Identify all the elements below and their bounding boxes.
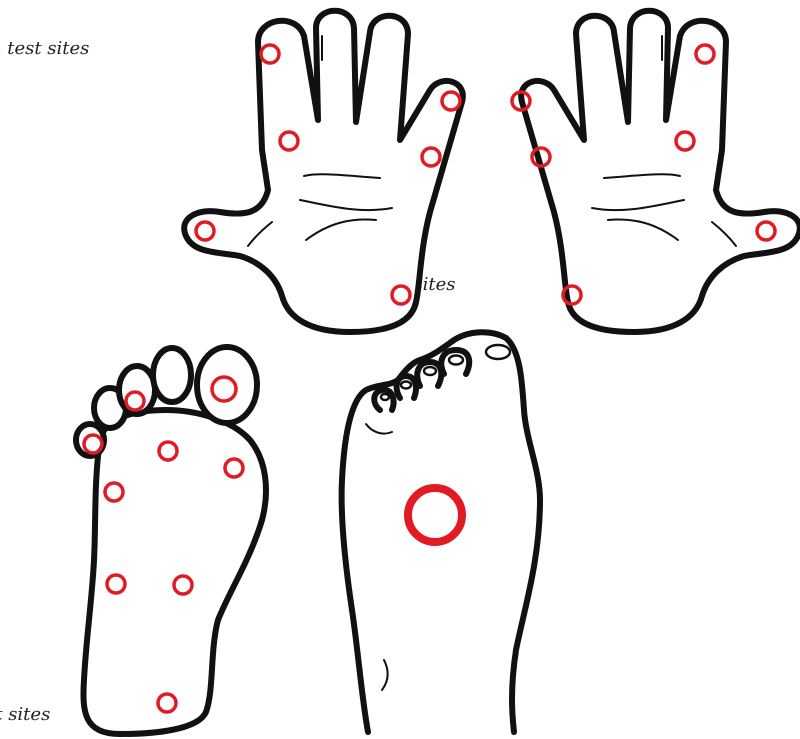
foot-top-toenail <box>424 367 436 375</box>
right-hand <box>512 11 800 332</box>
foot-sole-third-toe <box>119 366 155 414</box>
foot-top-toenail <box>449 356 463 365</box>
foot-sole <box>76 347 266 734</box>
left-hand <box>184 11 463 332</box>
foot-top <box>342 332 540 732</box>
left-hand-outline <box>184 11 463 332</box>
right-hand-outline <box>521 11 800 332</box>
foot-top-toenail <box>381 394 389 400</box>
foot-top-outline <box>342 332 540 732</box>
foot-sole-second-toe <box>153 348 191 402</box>
foot-top-toenail <box>401 382 411 389</box>
foot-sole-big-toe <box>197 347 257 423</box>
foot-top-big-toenail <box>486 345 510 359</box>
